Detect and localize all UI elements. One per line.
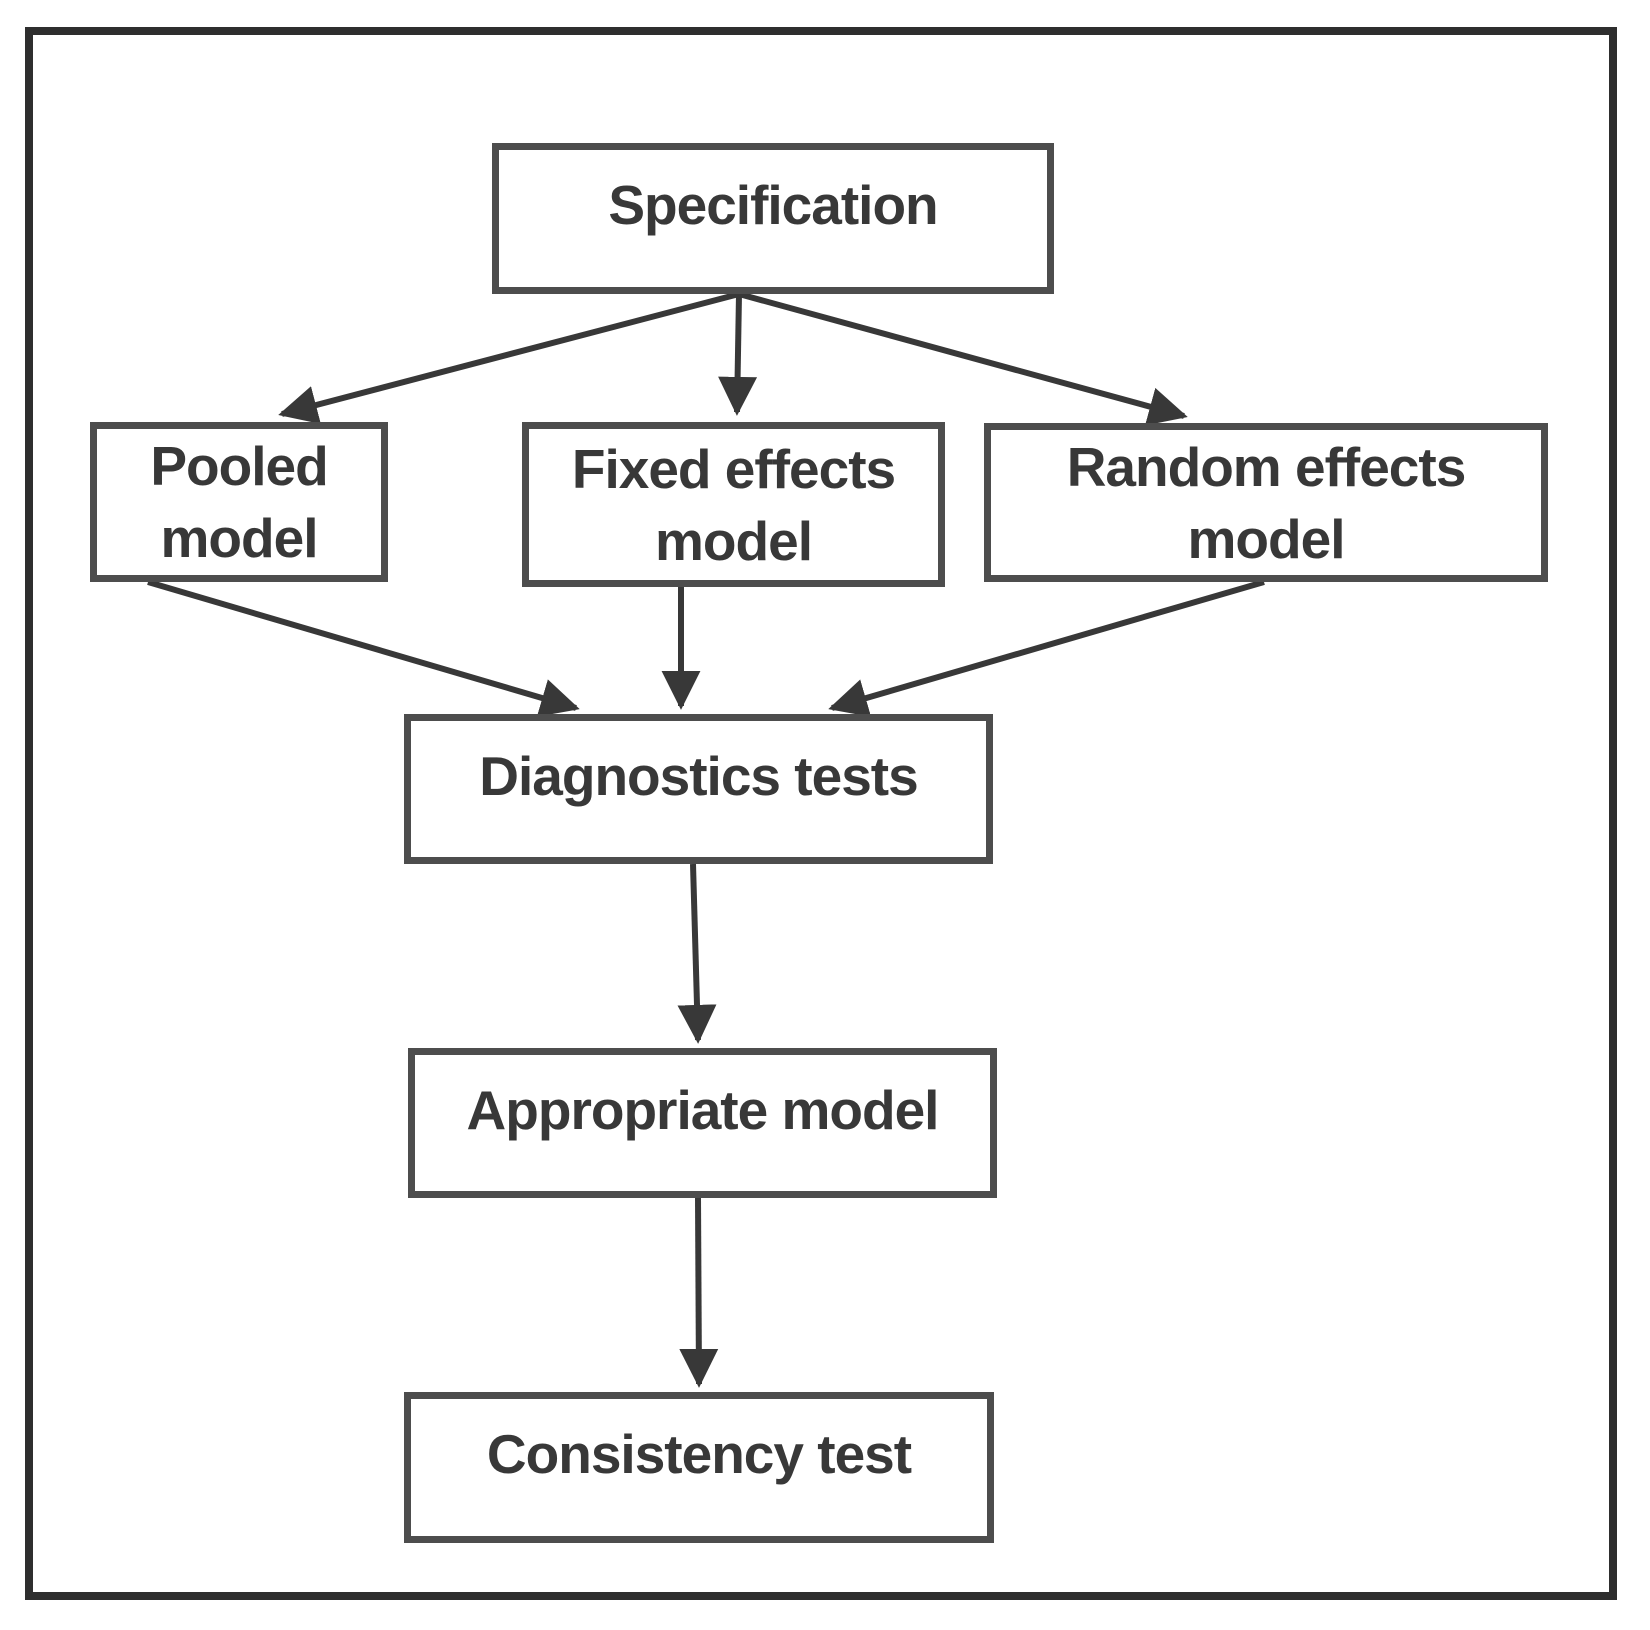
node-pooled-model-label: Pooled model — [150, 435, 328, 569]
node-random-effects-model: Random effects model — [984, 423, 1548, 582]
node-specification: Specification — [492, 143, 1054, 294]
arrow-specification-to-random — [738, 291, 1188, 426]
node-diagnostics-tests-label: Diagnostics tests — [479, 745, 918, 807]
node-consistency-test: Consistency test — [404, 1392, 994, 1543]
node-fixed-effects-model: Fixed effects model — [522, 422, 945, 587]
arrow-specification-to-pooled — [278, 291, 740, 424]
node-diagnostics-tests: Diagnostics tests — [404, 714, 993, 864]
arrow-diagnostics-to-appropriate — [677, 863, 717, 1044]
node-fixed-effects-model-label: Fixed effects model — [571, 437, 896, 572]
arrow-pooled-to-diagnostics — [147, 579, 580, 717]
arrow-random-to-diagnostics — [828, 579, 1265, 717]
arrow-appropriate-to-consistency — [679, 1197, 719, 1388]
node-consistency-test-label: Consistency test — [486, 1423, 912, 1485]
node-appropriate-model-label: Appropriate model — [466, 1079, 940, 1141]
node-random-effects-model-label: Random effects model — [1066, 435, 1467, 570]
node-appropriate-model: Appropriate model — [408, 1048, 997, 1198]
node-specification-label: Specification — [608, 174, 938, 236]
arrow-specification-to-fixed — [718, 293, 758, 416]
node-pooled-model: Pooled model — [90, 422, 388, 582]
